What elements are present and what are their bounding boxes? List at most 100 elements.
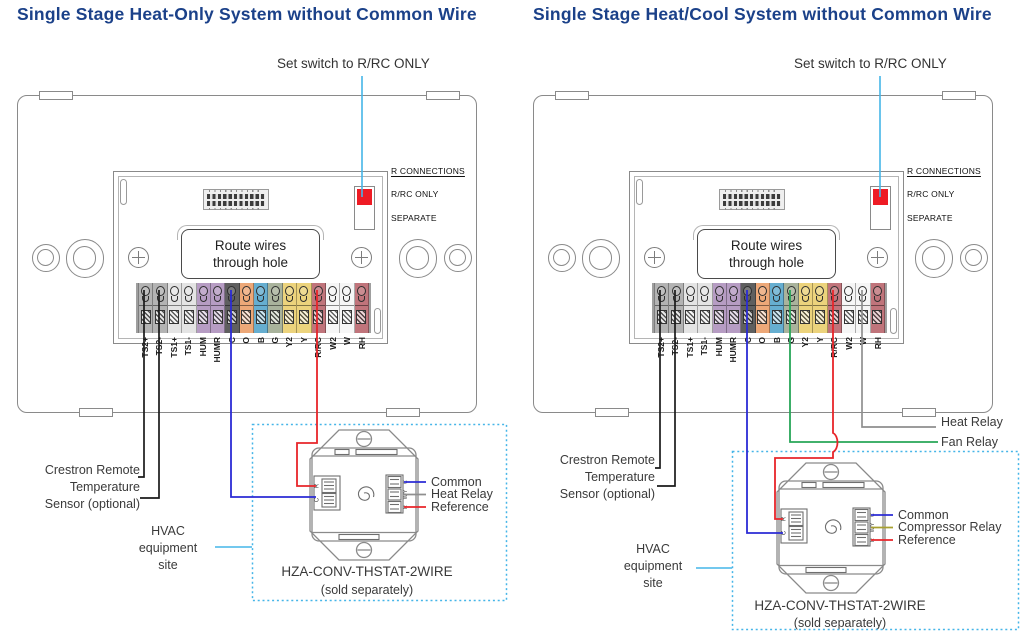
terminal-TS2+ (138, 283, 154, 333)
terminal-label-B: B (771, 337, 782, 344)
terminal-strip (136, 283, 371, 333)
terminal-R-RC (311, 283, 326, 333)
switch-knob-red (357, 189, 372, 205)
device-note-right: (sold separately) (793, 616, 887, 630)
terminal-W (856, 283, 871, 333)
terminal-C (741, 283, 756, 333)
terminal-label-R-RC: R/RC (313, 337, 324, 358)
switch-option-separate: SEPARATE (907, 213, 953, 223)
terminal-label-O: O (241, 337, 252, 344)
mount-hole-oblong (399, 239, 437, 278)
terminal-G (784, 283, 799, 333)
terminal-HUMR (726, 283, 742, 333)
mount-tab (426, 91, 460, 100)
hvac-site-note-left: HVAC equipment site (138, 524, 198, 572)
heat-relay-callout: Heat Relay (941, 415, 1003, 429)
phillips-screw (351, 247, 372, 268)
terminal-TS2+ (654, 283, 670, 333)
terminal-label-C: C (226, 337, 237, 344)
terminal-label-HUM: HUM (197, 337, 208, 357)
terminal-label-Y2: Y2 (284, 337, 295, 348)
terminal-label-G: G (785, 337, 796, 344)
mount-tab (386, 408, 420, 417)
terminal-label-O: O (757, 337, 768, 344)
base-slot (890, 308, 897, 334)
terminal-C (225, 283, 240, 333)
terminal-label-B: B (255, 337, 266, 344)
remote-sensor-note-right: Crestron Remote Temperature Sensor (opti… (559, 453, 655, 501)
terminal-label-TS2+: TS2+ (140, 337, 150, 358)
terminal-strip (652, 283, 887, 333)
terminal-label-HUMR: HUMR (212, 337, 223, 363)
switch-callout-left: Set switch to R/RC ONLY (277, 56, 430, 71)
base-slot (374, 308, 381, 334)
switch-option-rrc-only: R/RC ONLY (391, 189, 439, 199)
phillips-screw (867, 247, 888, 268)
terminal-B (770, 283, 785, 333)
r-connections-switch[interactable] (354, 186, 375, 230)
terminal-label-Y: Y (298, 337, 309, 343)
device-note-left: (sold separately) (320, 583, 414, 597)
compressor-relay-label-right: Compressor Relay (898, 520, 1002, 534)
device-model-right: HZA-CONV-THSTAT-2WIRE (754, 598, 926, 613)
terminal-label-TS2-: TS2- (670, 337, 681, 356)
phillips-screw (128, 247, 149, 268)
mount-tab (942, 91, 976, 100)
route-wires-label: Route wires through hole (177, 225, 324, 279)
terminal-W (340, 283, 355, 333)
mount-hole-circle (960, 244, 988, 272)
terminal-HUM (712, 283, 727, 333)
switch-heading: R CONNECTIONS (907, 166, 981, 176)
switch-option-rrc-only: R/RC ONLY (907, 189, 955, 199)
r-connections-switch[interactable] (870, 186, 891, 230)
terminal-label-RH: RH (872, 337, 883, 350)
mount-tab (555, 91, 589, 100)
diagram-title-right: Single Stage Heat/Cool System without Co… (533, 4, 992, 24)
terminal-label-HUMR: HUMR (728, 337, 739, 363)
terminal-label-TS2+: TS2+ (656, 337, 666, 358)
terminal-W2 (841, 283, 857, 333)
switch-heading: R CONNECTIONS (391, 166, 465, 176)
switch-knob-red (873, 189, 888, 205)
mount-tab (79, 408, 113, 417)
terminal-label-W2: W2 (327, 337, 338, 350)
terminal-label-TS1+: TS1+ (168, 337, 179, 358)
terminal-label-W2: W2 (843, 337, 854, 350)
terminal-label-TS1-: TS1- (699, 337, 710, 356)
terminal-label-TS1+: TS1+ (684, 337, 695, 358)
mount-hole-oblong (915, 239, 953, 278)
mount-hole-oblong (66, 239, 104, 278)
thermostat-backplate-left: Route wires through hole R CONNECTIONS R… (17, 91, 477, 417)
terminal-Y (297, 283, 312, 333)
terminal-RH (870, 283, 885, 333)
reference-label-right: Reference (898, 533, 956, 547)
terminal-label-W: W (342, 337, 353, 346)
mount-hole-circle (444, 244, 472, 272)
phillips-screw (644, 247, 665, 268)
terminal-TS2- (153, 283, 168, 333)
terminal-Y2 (282, 283, 298, 333)
hza-device-left (309, 429, 419, 561)
route-wires-label: Route wires through hole (693, 225, 840, 279)
terminal-label-TS1-: TS1- (183, 337, 194, 356)
terminal-HUMR (210, 283, 226, 333)
heat-relay-label-left: Heat Relay (431, 487, 493, 501)
pin-header (719, 189, 785, 210)
mount-tab (595, 408, 629, 417)
reference-label-left: Reference (431, 500, 489, 514)
mount-hole-oblong (582, 239, 620, 278)
terminal-label-RH: RH (356, 337, 367, 350)
terminal-label-Y2: Y2 (800, 337, 811, 348)
terminal-O (755, 283, 770, 333)
terminal-RH (354, 283, 369, 333)
terminal-label-G: G (269, 337, 280, 344)
terminal-R-RC (827, 283, 842, 333)
terminal-O (239, 283, 254, 333)
switch-option-separate: SEPARATE (391, 213, 437, 223)
terminal-TS1- (698, 283, 713, 333)
mount-hole-circle (32, 244, 60, 272)
terminal-label-R-RC: R/RC (829, 337, 840, 358)
mount-hole-circle (548, 244, 576, 272)
terminal-label-TS2-: TS2- (154, 337, 165, 356)
